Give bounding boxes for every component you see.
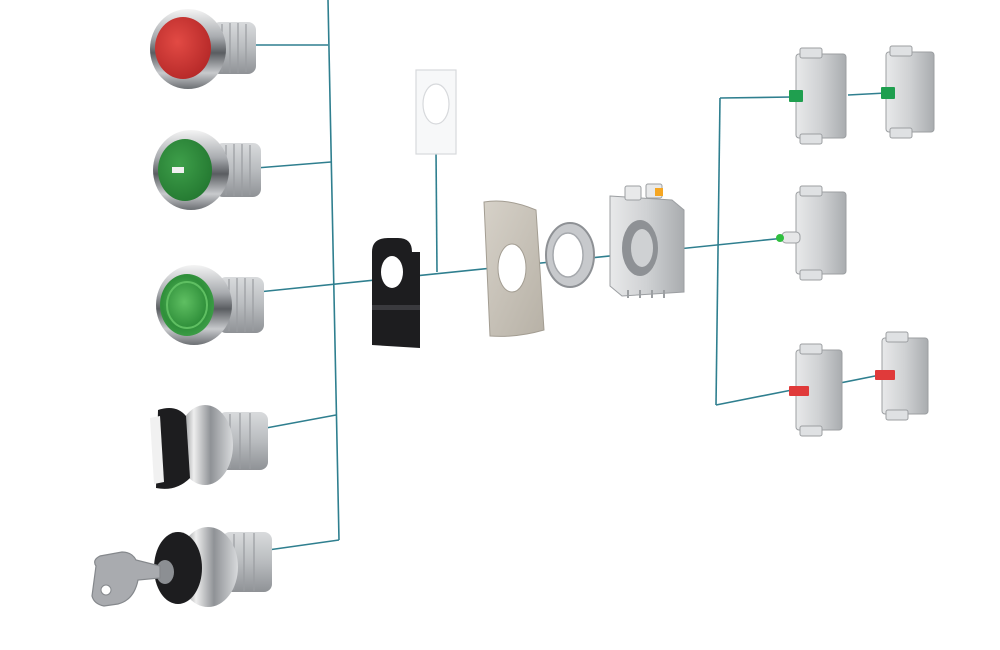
- selector-knob-highlight: [150, 416, 164, 484]
- green-illuminated-pushbutton: [156, 265, 264, 345]
- anti-rotation-washer: [483, 200, 545, 337]
- connector-contact-top: [719, 96, 793, 99]
- legend-plate: [415, 69, 457, 155]
- connector-operator-2: [255, 161, 332, 169]
- contact-actuator: [789, 90, 803, 102]
- led-lamp-block: [776, 185, 847, 281]
- no-contact-block-2: [881, 45, 935, 139]
- connector-lines: [252, 0, 887, 551]
- contact-actuator: [789, 386, 809, 396]
- contact-actuator: [881, 87, 895, 99]
- connector-legend-plate: [435, 149, 438, 273]
- lens-ring: [166, 281, 208, 329]
- connector-operator-4: [265, 414, 337, 429]
- green-button-cap: [158, 139, 212, 201]
- led-lamp-icon: [776, 234, 784, 242]
- connector-contact-top-pair: [847, 92, 887, 96]
- start-symbol-icon: [172, 167, 184, 173]
- mounting-adapter: [609, 183, 685, 298]
- green-flush-pushbutton: [153, 130, 261, 210]
- connector-contact-bus: [715, 97, 721, 406]
- nc-contact-block-2: [875, 331, 929, 421]
- green-lens: [160, 274, 214, 336]
- connector-operator-5: [267, 539, 340, 551]
- no-contact-block-1: [789, 47, 847, 145]
- mounting-nut: [545, 222, 595, 288]
- key-icon: [91, 551, 161, 607]
- connector-bus-vertical: [327, 0, 340, 541]
- connector-contact-bottom: [715, 389, 793, 406]
- nc-contact-block-1: [789, 343, 843, 437]
- key-lock-head: [154, 532, 202, 604]
- connector-contact-bottom-pair: [839, 374, 881, 384]
- key-selector-switch: [91, 527, 272, 607]
- selector-knob: [156, 408, 190, 489]
- contact-actuator: [875, 370, 895, 380]
- chrome-bezel: [177, 405, 233, 485]
- key-ring-hole: [100, 584, 112, 596]
- red-flush-pushbutton: [150, 9, 256, 89]
- legend-holder: [372, 238, 420, 348]
- red-button-cap: [155, 17, 211, 79]
- selector-switch: [150, 405, 268, 489]
